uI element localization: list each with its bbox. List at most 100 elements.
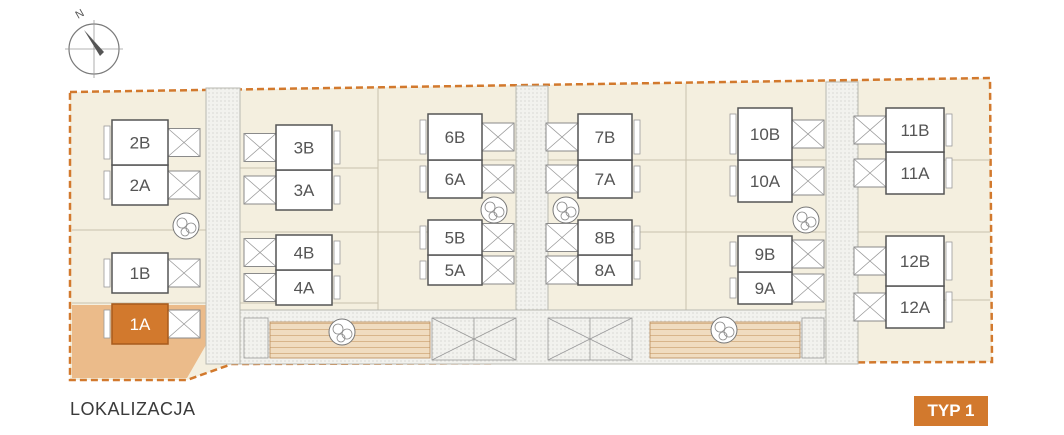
unit-label: 11A xyxy=(901,164,931,183)
terrace xyxy=(103,170,111,200)
unit-box[interactable] xyxy=(577,219,633,256)
unit-label: 9A xyxy=(755,279,776,298)
unit-10a[interactable]: 10A xyxy=(737,159,793,203)
terrace xyxy=(333,240,341,265)
unit-label: 3A xyxy=(294,181,315,200)
tree-icon xyxy=(552,196,580,224)
unit-label: 1B xyxy=(130,264,151,283)
unit-5b[interactable]: 5B xyxy=(427,219,483,256)
terrace xyxy=(945,157,953,189)
unit-4a[interactable]: 4A xyxy=(275,269,333,306)
carports xyxy=(243,317,825,361)
unit-4b[interactable]: 4B xyxy=(275,234,333,271)
unit-box[interactable] xyxy=(427,219,483,256)
terrace xyxy=(729,241,737,267)
unit-8b[interactable]: 8B xyxy=(577,219,633,256)
unit-box[interactable] xyxy=(885,107,945,153)
terrace xyxy=(633,165,641,193)
tree-icon xyxy=(172,212,200,240)
unit-box[interactable] xyxy=(275,269,333,306)
terrace xyxy=(633,119,641,155)
unit-label: 11B xyxy=(901,121,930,140)
unit-label: 10A xyxy=(750,172,781,191)
unit-9b[interactable]: 9B xyxy=(737,235,793,273)
unit-label: 4B xyxy=(294,244,315,263)
compass-north-label: N xyxy=(74,7,87,21)
unit-3b[interactable]: 3B xyxy=(275,124,333,171)
unit-box[interactable] xyxy=(275,124,333,171)
terrace xyxy=(333,175,341,205)
terrace xyxy=(633,225,641,250)
unit-label: 2B xyxy=(130,134,151,153)
unit-label: 7A xyxy=(595,170,616,189)
terrace xyxy=(103,309,111,339)
unit-label: 9B xyxy=(755,245,776,264)
unit-label: 1A xyxy=(130,315,151,334)
unit-label: 7B xyxy=(595,128,616,147)
compass: N xyxy=(65,7,123,78)
unit-box[interactable] xyxy=(885,151,945,195)
terrace xyxy=(419,260,427,280)
unit-box[interactable] xyxy=(577,113,633,161)
unit-box[interactable] xyxy=(427,113,483,161)
unit-2b[interactable]: 2B xyxy=(111,119,169,166)
unit-label: 3B xyxy=(294,139,315,158)
terrace xyxy=(103,125,111,160)
unit-box[interactable] xyxy=(737,271,793,305)
unit-7a[interactable]: 7A xyxy=(577,159,633,199)
compass-needle-icon xyxy=(84,30,104,56)
terrace xyxy=(729,165,737,197)
terrace xyxy=(945,241,953,281)
unit-label: 4A xyxy=(294,279,315,298)
terrace xyxy=(945,113,953,147)
terrace xyxy=(729,113,737,155)
unit-12b[interactable]: 12B xyxy=(885,235,945,287)
unit-7b[interactable]: 7B xyxy=(577,113,633,161)
unit-box[interactable] xyxy=(275,234,333,271)
type-badge: TYP 1 xyxy=(914,396,988,426)
unit-10b[interactable]: 10B xyxy=(737,107,793,161)
unit-5a[interactable]: 5A xyxy=(427,254,483,286)
unit-box[interactable] xyxy=(275,169,333,211)
unit-box[interactable] xyxy=(885,285,945,329)
unit-6b[interactable]: 6B xyxy=(427,113,483,161)
unit-3a[interactable]: 3A xyxy=(275,169,333,211)
unit-12a[interactable]: 12A xyxy=(885,285,945,329)
unit-label: 2A xyxy=(130,176,151,195)
unit-box[interactable] xyxy=(111,303,169,345)
unit-box[interactable] xyxy=(885,235,945,287)
unit-11b[interactable]: 11B xyxy=(885,107,945,153)
unit-label: 10B xyxy=(750,125,780,144)
page-caption: LOKALIZACJA xyxy=(70,399,196,419)
unit-2a[interactable]: 2A xyxy=(111,164,169,206)
unit-1b[interactable]: 1B xyxy=(111,252,169,294)
unit-label: 8A xyxy=(595,261,616,280)
tree-icon xyxy=(328,318,356,346)
tree-icon xyxy=(710,316,738,344)
terrace xyxy=(729,277,737,299)
unit-1a[interactable]: 1A xyxy=(111,303,169,345)
terrace xyxy=(333,275,341,300)
unit-9a[interactable]: 9A xyxy=(737,271,793,305)
unit-8a[interactable]: 8A xyxy=(577,254,633,286)
unit-box[interactable] xyxy=(111,119,169,166)
terrace xyxy=(419,225,427,250)
unit-6a[interactable]: 6A xyxy=(427,159,483,199)
unit-label: 6B xyxy=(445,128,466,147)
terrace xyxy=(419,119,427,155)
unit-box[interactable] xyxy=(427,254,483,286)
terrace xyxy=(633,260,641,280)
unit-11a[interactable]: 11A xyxy=(885,151,945,195)
unit-box[interactable] xyxy=(577,254,633,286)
tree-icon xyxy=(792,206,820,234)
unit-box[interactable] xyxy=(737,107,793,161)
trees xyxy=(172,196,820,346)
unit-label: 8B xyxy=(595,229,616,248)
unit-box[interactable] xyxy=(111,252,169,294)
unit-box[interactable] xyxy=(111,164,169,206)
unit-box[interactable] xyxy=(737,235,793,273)
terrace xyxy=(333,130,341,165)
terrace xyxy=(945,291,953,323)
